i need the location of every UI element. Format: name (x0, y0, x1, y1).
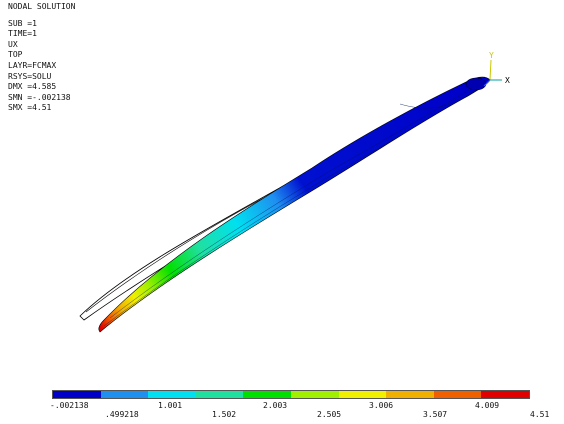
legend-label: -.002138 (50, 401, 89, 410)
blade-mesh-line (109, 85, 477, 319)
legend-color-swatch (433, 391, 482, 398)
info-line: SUB =1 (8, 18, 37, 28)
legend-label: .499218 (105, 410, 139, 419)
solution-title: NODAL SOLUTION (8, 2, 76, 11)
legend-label: 4.009 (475, 401, 500, 410)
info-line: SMX =4.51 (8, 103, 52, 113)
info-panel: NODAL SOLUTION SUB =1 TIME=1 UX TOP LAYR… (8, 2, 75, 114)
legend-label: 3.507 (423, 410, 448, 419)
legend-color-swatch (481, 391, 529, 398)
info-line: SMN =-.002138 (8, 92, 71, 102)
info-line: TOP (8, 50, 23, 60)
legend-color-swatch (338, 391, 387, 398)
legend-color-swatch (386, 391, 434, 398)
info-line: DMX =4.585 (8, 82, 57, 92)
legend-color-swatch (243, 391, 291, 398)
coordinate-triad: Y X (483, 51, 510, 87)
triad-x-label: X (505, 76, 510, 85)
legend-label: 3.006 (369, 401, 394, 410)
blade-mesh-line (103, 87, 481, 327)
blade-root (465, 77, 487, 91)
triad-y-label: Y (489, 51, 494, 60)
info-line: TIME=1 (8, 29, 37, 39)
legend-color-swatch (148, 391, 196, 398)
legend-label: 1.502 (212, 410, 237, 419)
legend-color-swatch (100, 391, 149, 398)
blade-mesh-line (399, 99, 461, 109)
legend-label: 2.505 (317, 410, 342, 419)
legend-color-swatch (195, 391, 244, 398)
deformed-blade (98, 76, 491, 333)
legend-label: 1.001 (158, 401, 183, 410)
info-line: RSYS=SOLU (8, 71, 52, 81)
info-line: UX (8, 39, 18, 49)
legend-color-swatch (53, 391, 101, 398)
legend-label: 4.51 (530, 410, 550, 419)
legend-color-swatch (290, 391, 339, 398)
info-line: LAYR=FCMAX (8, 60, 57, 70)
contour-legend-bar (52, 390, 530, 399)
legend-label: 2.003 (263, 401, 288, 410)
